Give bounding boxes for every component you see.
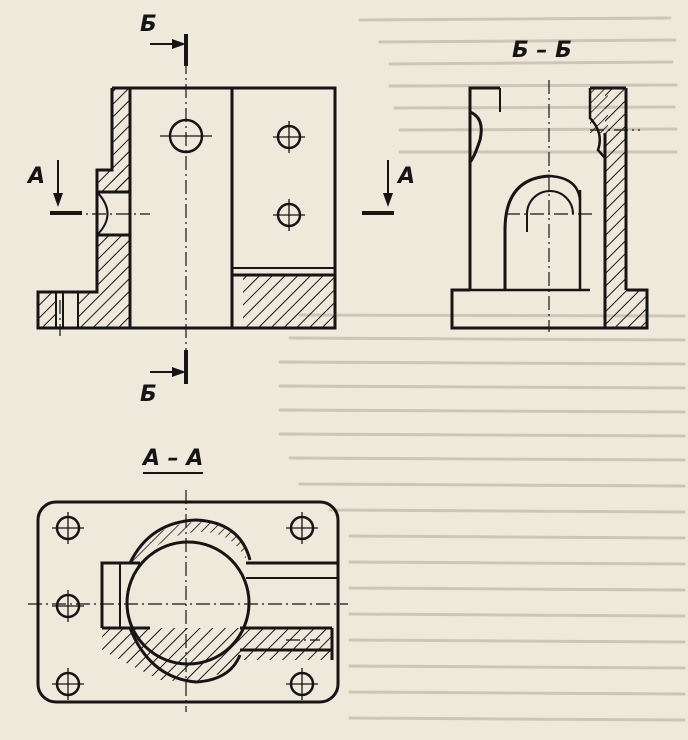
cut-plane-bb [150, 34, 188, 384]
aa-hatch-upper-arc [128, 522, 246, 566]
front-hatch-upper-wall [112, 88, 130, 192]
label-section-aa: А – А [143, 448, 204, 474]
front-hatch-bore-upper [97, 170, 130, 192]
front-hatch-bore-lower [97, 235, 130, 260]
front-hatch-lug [38, 292, 56, 328]
label-a-left: А [28, 164, 46, 189]
aa-bore-circle [125, 540, 251, 666]
aa-base-outline [36, 500, 340, 704]
cut-plane-aa [50, 160, 394, 215]
label-a-right: А [398, 164, 416, 189]
background-faded-text [278, 16, 686, 722]
label-b-top: Б [140, 12, 157, 37]
bb-hatch-top-right [590, 88, 608, 133]
front-hatch-lower [78, 260, 130, 328]
front-hatch-right-base [243, 275, 335, 328]
front-outline [36, 86, 337, 330]
label-section-bb: Б – Б [512, 38, 572, 63]
label-b-bottom: Б [140, 382, 157, 407]
section-bb-view [450, 80, 649, 332]
front-view [36, 60, 337, 362]
section-aa-view [28, 490, 348, 712]
